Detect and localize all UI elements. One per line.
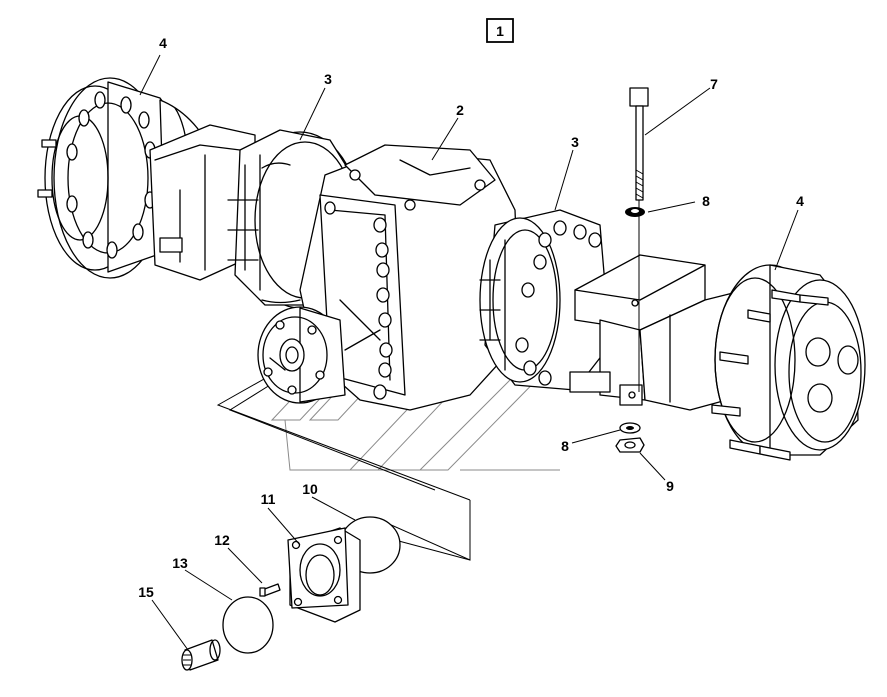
leader-lines	[139, 54, 799, 651]
callout-9: 9	[666, 478, 674, 494]
mounting-bolt	[629, 87, 649, 392]
o-ring-13	[222, 596, 274, 654]
callout-4-left: 4	[159, 35, 167, 51]
washer-bottom	[619, 422, 641, 434]
diff-bolts	[324, 201, 393, 400]
callout-2: 2	[456, 102, 464, 118]
callout-8-top: 8	[702, 193, 710, 209]
washer-top	[625, 207, 645, 217]
callout-10: 10	[302, 481, 318, 497]
sleeve-15	[181, 639, 221, 671]
sheet-number: 1	[496, 23, 504, 39]
nut	[615, 437, 645, 453]
callout-8-bottom: 8	[561, 438, 569, 454]
callout-15: 15	[138, 584, 154, 600]
right-wheel-hub	[711, 264, 866, 461]
exploded-plane-lines	[216, 369, 471, 561]
left-axle-tube	[149, 99, 256, 281]
input-flange	[257, 306, 346, 404]
right-planetary-housing	[479, 209, 611, 391]
wheel-studs	[711, 289, 829, 461]
cover-plate-11	[287, 527, 361, 623]
callout-labels: 4 3 2 3 7 8 4 8 9 10 11 12 13 15	[138, 35, 804, 600]
callout-3-left: 3	[324, 71, 332, 87]
callout-12: 12	[214, 532, 230, 548]
callout-13: 13	[172, 555, 188, 571]
callout-7: 7	[710, 76, 718, 92]
callout-4-right: 4	[796, 193, 804, 209]
screw-12	[259, 583, 281, 597]
sheet-number-box: 1	[486, 18, 514, 43]
callout-11: 11	[261, 491, 276, 507]
callout-3-right: 3	[571, 134, 579, 150]
